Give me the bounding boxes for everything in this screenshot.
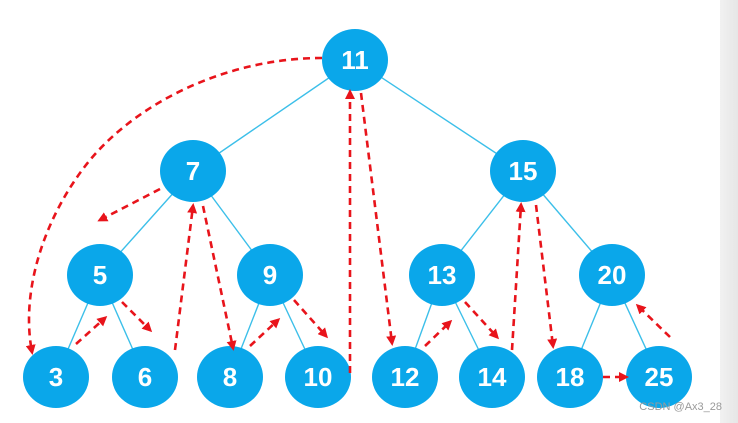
tree-node: 3 [23, 346, 89, 408]
tree-node: 10 [285, 346, 351, 408]
node-label: 9 [263, 260, 277, 290]
traversal-arrow [25, 56, 323, 355]
node-circle [537, 346, 603, 408]
node-circle [285, 346, 351, 408]
node-circle [322, 29, 388, 91]
tree-node: 25 [626, 346, 692, 408]
tree-node: 12 [372, 346, 438, 408]
node-label: 6 [138, 362, 152, 392]
node-label: 18 [556, 362, 585, 392]
traversal-arrows [25, 56, 671, 382]
traversal-arrow [359, 92, 397, 346]
node-circle [237, 244, 303, 306]
traversal-arrow [249, 317, 281, 347]
tree-edge [192, 59, 356, 172]
traversal-arrow [464, 301, 500, 340]
traversal-arrow [75, 315, 108, 345]
node-label: 7 [186, 156, 200, 186]
node-label: 5 [93, 260, 107, 290]
node-circle [409, 244, 475, 306]
watermark: CSDN @Ax3_28 [639, 401, 722, 413]
node-label: 11 [341, 45, 369, 75]
node-label: 13 [428, 260, 457, 290]
node-circle [626, 346, 692, 408]
tree-node: 9 [237, 244, 303, 306]
traversal-arrow [424, 319, 453, 347]
node-circle [67, 244, 133, 306]
node-circle [579, 244, 645, 306]
traversal-arrow [121, 301, 153, 333]
tree-node: 14 [459, 346, 525, 408]
node-circle [490, 140, 556, 202]
traversal-arrow [510, 202, 526, 351]
node-label: 8 [223, 362, 237, 392]
tree-node: 18 [537, 346, 603, 408]
tree-nodes: 11 7 15 5 9 13 20 3 6 8 10 12 14 18 25 [23, 29, 692, 408]
node-circle [23, 346, 89, 408]
tree-edge [354, 59, 524, 172]
node-circle [197, 346, 263, 408]
node-label: 10 [304, 362, 333, 392]
node-circle [112, 346, 178, 408]
tree-node: 6 [112, 346, 178, 408]
traversal-arrow [293, 299, 328, 339]
tree-node: 11 [322, 29, 388, 91]
node-label: 14 [478, 362, 507, 392]
tree-node: 20 [579, 244, 645, 306]
node-circle [459, 346, 525, 408]
traversal-arrow [97, 187, 161, 222]
tree-node: 8 [197, 346, 263, 408]
tree-node: 15 [490, 140, 556, 202]
node-circle [160, 140, 226, 202]
node-label: 3 [49, 362, 63, 392]
tree-node: 5 [67, 244, 133, 306]
tree-edges [55, 59, 660, 378]
traversal-arrow [201, 205, 237, 351]
node-circle [372, 346, 438, 408]
tree-node: 7 [160, 140, 226, 202]
tree-node: 13 [409, 244, 475, 306]
traversal-arrow [173, 203, 198, 351]
right-edge-band [720, 0, 738, 423]
node-label: 15 [509, 156, 538, 186]
node-label: 25 [645, 362, 674, 392]
traversal-arrow [534, 204, 558, 349]
traversal-arrow [635, 303, 671, 338]
node-label: 12 [391, 362, 420, 392]
node-label: 20 [598, 260, 627, 290]
